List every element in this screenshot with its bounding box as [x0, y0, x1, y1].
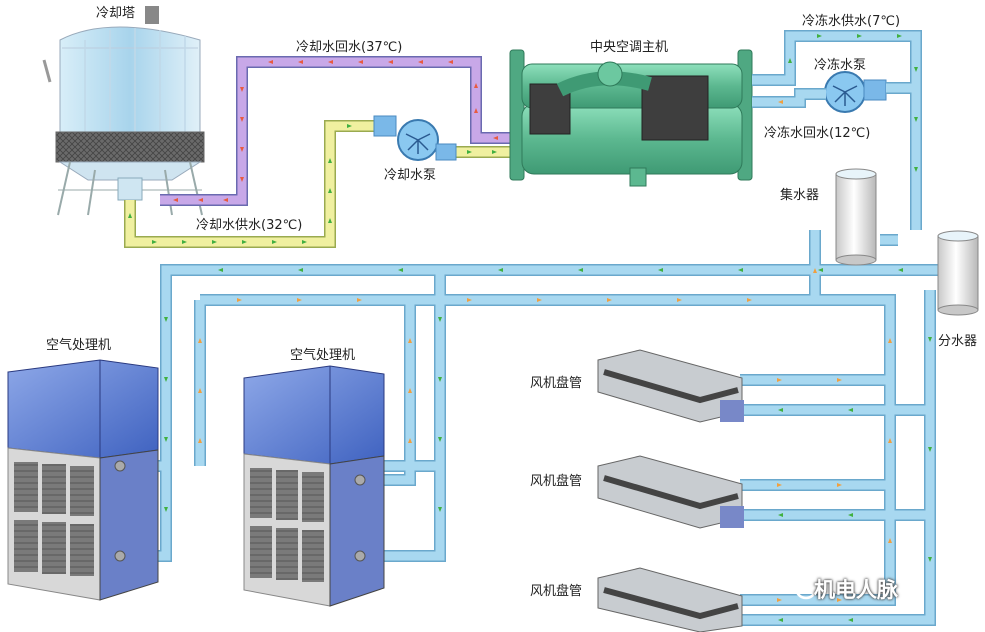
label-fcu-2: 风机盘管: [530, 474, 583, 489]
air-handling-unit-1: [7, 359, 159, 601]
wechat-icon: [794, 576, 818, 600]
fan-coil-unit-2: [597, 455, 744, 529]
label-cooling-tower: 冷却塔: [96, 6, 136, 21]
label-cooling-supply: 冷却水供水(32℃): [196, 218, 303, 233]
cooling-tower: [42, 6, 205, 216]
cooling-pump: [373, 115, 457, 161]
label-chilled-return: 冷冻水回水(12℃): [764, 126, 871, 141]
cooling-return-pipe: [160, 56, 520, 206]
label-ahu-2: 空气处理机: [290, 348, 356, 363]
label-chiller: 中央空调主机: [590, 40, 669, 55]
label-cooling-return: 冷却水回水(37℃): [296, 40, 403, 55]
cooling-supply-pipe: [124, 120, 520, 248]
fan-coil-unit-3: [597, 567, 743, 632]
label-ahu-1: 空气处理机: [46, 338, 112, 353]
chilled-water-pipes: [120, 30, 940, 626]
label-chilled-supply: 冷冻水供水(7℃): [802, 14, 901, 29]
label-fcu-3: 风机盘管: [530, 584, 583, 599]
label-fcu-1: 风机盘管: [530, 376, 583, 391]
label-collector: 集水器: [780, 188, 820, 203]
chilled-water-pump: [824, 71, 887, 113]
water-collector-tank: [835, 168, 877, 266]
fan-coil-unit-1: [597, 349, 744, 423]
label-cooling-pump: 冷却水泵: [384, 168, 437, 183]
water-distributor-tank: [937, 230, 979, 316]
air-handling-unit-2: [243, 365, 385, 607]
label-distributor: 分水器: [938, 334, 978, 349]
central-chiller: [509, 49, 753, 187]
watermark: 机电人脉: [814, 578, 898, 602]
label-chilled-pump: 冷冻水泵: [814, 58, 867, 73]
